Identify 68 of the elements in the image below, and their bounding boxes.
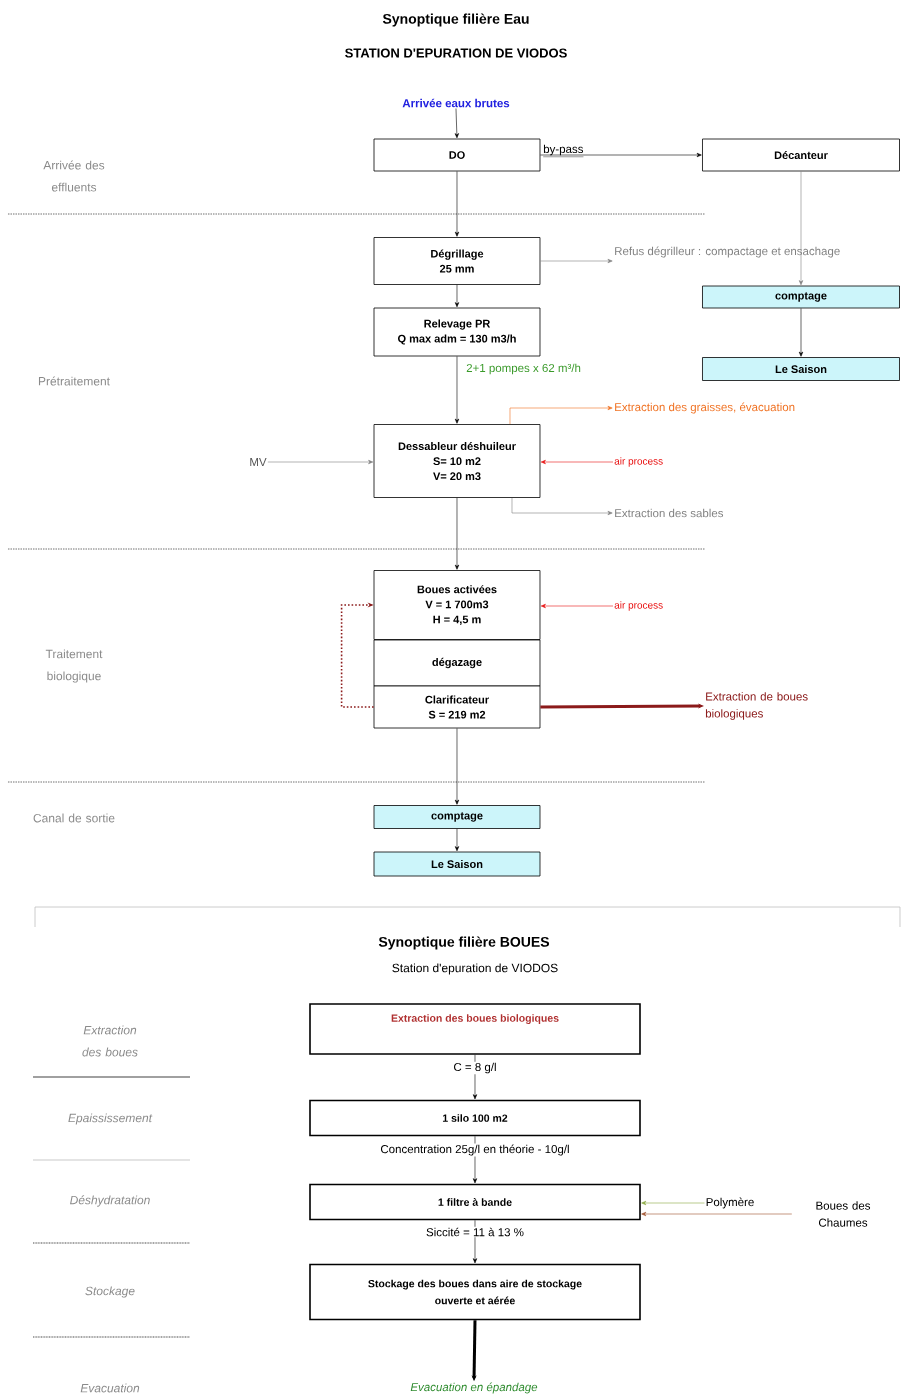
text-label: Evacuation en épandage (410, 1382, 538, 1394)
process-box: comptage (702, 285, 900, 309)
text-label: MV (250, 458, 267, 466)
process-box: Relevage PR Q max adm = 130 m3/h (373, 307, 541, 357)
section-label: Epaississement (68, 1113, 153, 1125)
arrow (454, 171, 460, 237)
process-box: Le Saison (373, 851, 541, 877)
text-label: Extraction des sables (615, 508, 724, 518)
edge-label: Siccité = 11 à 13 % (425, 1226, 525, 1238)
text-label: Polymère (706, 1197, 754, 1209)
process-box: Dégrillage 25 mm (373, 237, 541, 285)
arrow (340, 602, 375, 708)
arrow (540, 152, 702, 158)
edge-label: 2+1 pompes x 62 m³/h (466, 363, 581, 375)
section-label: Déshydratation (70, 1195, 150, 1207)
process-box: Extraction des boues biologiques (309, 1003, 641, 1055)
text-label: Extraction de boues biologiques (705, 692, 808, 720)
section-label: Stockage (85, 1286, 135, 1298)
section-label: Canal de sortie (33, 813, 115, 823)
process-box: DO (373, 138, 541, 172)
process-box: Décanteur (702, 138, 900, 172)
arrow (454, 728, 460, 805)
arrow (641, 1200, 705, 1206)
title: STATION D'EPURATION DE VIODOS (345, 48, 567, 58)
arrow (454, 108, 459, 139)
arrow (472, 1054, 478, 1100)
arrow (472, 1220, 478, 1264)
process-box: dégazage (373, 639, 541, 687)
text-label: air process (614, 457, 663, 467)
edge-label: C = 8 g/l (452, 1061, 498, 1075)
process-box: Dessableur déshuileur S= 10 m2 V= 20 m3 (373, 424, 541, 498)
text-label: air process (614, 601, 663, 611)
section-label: Evacuation (80, 1383, 140, 1393)
arrow (454, 828, 460, 852)
arrow (472, 1136, 478, 1184)
arrow (454, 284, 460, 308)
process-box: Stockage des boues dans aire de stockage ouverte et aérée (309, 1263, 641, 1321)
section-label: Extraction des boues (82, 1025, 138, 1057)
arrow (540, 258, 613, 264)
section-label: Arrivée des effluents (43, 160, 105, 192)
process-box: comptage (373, 805, 541, 829)
process-box: 1 silo 100 m2 (309, 1099, 641, 1137)
arrow (641, 1211, 793, 1217)
process-box: 1 filtre à bande (309, 1183, 641, 1221)
arrow (798, 171, 804, 286)
title: Synoptique filière Eau (382, 13, 529, 27)
arrow (798, 308, 804, 357)
edge-label: Concentration 25g/l en théorie - 10g/l (379, 1143, 571, 1157)
arrow (509, 405, 613, 425)
process-box: Le Saison (702, 357, 900, 381)
text-label: Extraction des graisses, évacuation (615, 402, 795, 414)
arrow (267, 459, 374, 465)
text-label: Arrivée eaux brutes (402, 98, 510, 108)
arrow (511, 497, 613, 516)
title: Synoptique filière BOUES (378, 936, 549, 950)
subtitle: Station d'epuration de VIODOS (392, 963, 558, 975)
process-box: Boues activées V = 1 700m3 H = 4,5 m (373, 570, 541, 640)
arrow (540, 459, 614, 465)
edge-label: by-pass (543, 144, 584, 157)
arrow (540, 703, 704, 709)
process-box: Clarificateur S = 219 m2 (373, 685, 541, 729)
text-label: Boues des Chaumes (816, 1201, 871, 1227)
section-label: Traitement biologique (45, 649, 103, 683)
arrow (454, 356, 460, 424)
text-label: Refus dégrilleur : compactage et ensachage (615, 246, 840, 258)
arrow (454, 497, 460, 570)
section-label: Prétraitement (38, 376, 110, 386)
arrow (540, 603, 614, 609)
